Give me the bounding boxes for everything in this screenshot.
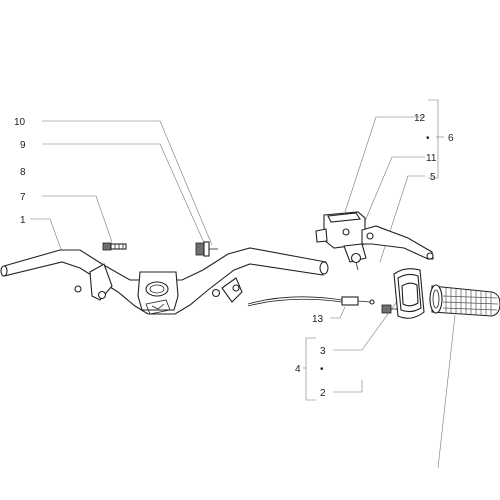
label-dot-4: • [320,364,324,375]
leader-1 [30,218,63,253]
throttle-housing-icon [381,268,425,319]
label-7: 7 [20,192,26,203]
screw-shank [110,243,127,250]
throttle-grip-icon [429,284,500,317]
leader-3 [333,299,399,351]
label-1: 1 [20,215,26,226]
leader-7 [42,195,113,243]
left-clamp-bolt-2 [74,285,82,293]
right-clamp-bolt-2 [232,284,240,292]
label-2: 2 [320,388,326,399]
reservoir-cap [327,212,361,223]
leader-9 [42,143,206,246]
banjo-bolt [350,252,362,264]
cable-end-nipple [369,299,375,305]
leader-10 [42,120,213,246]
label-13: 13 [312,314,324,325]
nut-body [195,242,205,256]
right-clamp [221,277,243,303]
leader-12 [344,116,425,213]
callout-labels: 10 9 8 7 1 12 • 6 11 5 13 3 4 • 2 [14,113,454,399]
leader-13 [330,306,346,319]
cable-ferrule [341,296,359,306]
housing-bolt [381,304,392,314]
right-clamp-bolt [211,288,221,298]
lever-pivot [366,232,374,240]
center-mount-lower-window [145,299,171,315]
cable-icon [247,296,375,307]
label-10: 10 [14,117,26,128]
screw-icon [102,242,127,251]
label-3: 3 [320,346,326,357]
lever-blade [361,225,434,260]
label-6: 6 [448,133,454,144]
label-dot-6: • [426,133,430,144]
bracket-left-bottom [305,337,316,401]
brake-lever-icon [361,225,434,260]
label-4: 4 [295,364,301,375]
handlebar-right-end [319,261,329,275]
label-5: 5 [430,172,436,183]
washer-body [203,241,210,257]
label-11: 11 [426,153,437,164]
leader-2 [333,380,363,393]
center-mount-detail [151,303,165,310]
center-mount-hole [145,281,169,297]
reservoir-screw [342,228,350,236]
hose-stub [355,261,359,271]
left-clamp-bolt [97,290,107,300]
cable-end [357,300,371,303]
center-mount-hole-inner [149,284,165,294]
bracket-right-top [428,99,439,179]
label-9: 9 [20,140,26,151]
leader-grip [437,314,456,469]
lever-tip [426,252,434,260]
housing-inner [401,282,419,307]
throttle-cable [247,296,343,305]
left-clamp [89,263,113,301]
leader-lines [30,99,456,469]
grip-flange-inner [432,289,440,309]
throttle-cable-2 [247,298,343,307]
brake-master-cylinder-icon [315,211,367,271]
mount-clamp-left [315,228,328,243]
label-8: 8 [20,167,26,178]
grip-flange [429,284,443,314]
screw-head [102,242,112,251]
grip-knurling [442,288,499,316]
handlebar-left-end [0,265,8,277]
handlebar-icon [0,247,329,315]
label-12: 12 [414,113,426,124]
nut-icon [195,241,218,257]
